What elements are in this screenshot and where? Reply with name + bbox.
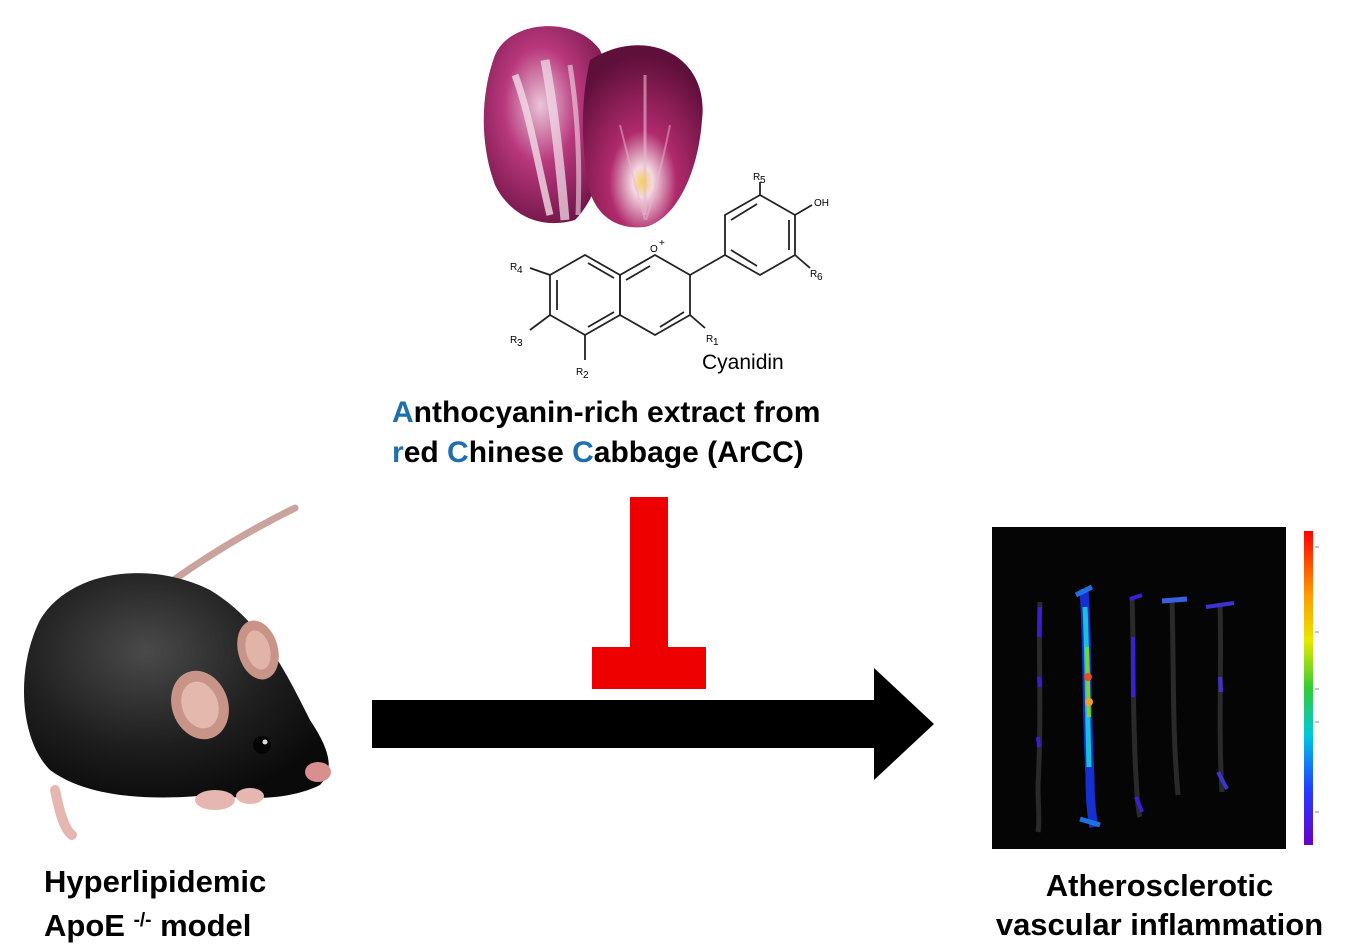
model-label-line1: Hyperlipidemic: [44, 864, 267, 899]
svg-text:R: R: [510, 335, 517, 346]
model-label: Hyperlipidemic ApoE -/- model: [44, 862, 266, 945]
title-accent-letter: C: [447, 436, 469, 469]
model-label-line2: ApoE -/- model: [44, 901, 266, 945]
model-prefix: ApoE: [44, 908, 134, 943]
svg-text:+: +: [659, 238, 665, 249]
title-text: abbage (ArCC): [593, 436, 804, 469]
svg-text:3: 3: [517, 338, 523, 349]
svg-text:O: O: [650, 244, 658, 255]
extract-title: Anthocyanin-rich extract from red Chines…: [392, 393, 820, 473]
svg-text:R: R: [706, 334, 713, 345]
inhibition-symbol: [592, 497, 706, 689]
title-text: hinese: [468, 436, 573, 469]
color-scale-bar: [1304, 531, 1319, 845]
svg-text:OH: OH: [814, 198, 829, 209]
title-text: ed: [403, 436, 448, 469]
title-accent-letter: A: [392, 396, 414, 429]
title-accent-letter: C: [572, 436, 594, 469]
outcome-label: Atherosclerotic vascular inflammation: [982, 866, 1337, 944]
extract-title-line1: Anthocyanin-rich extract from: [392, 393, 820, 433]
svg-text:4: 4: [517, 265, 523, 276]
genotype-superscript: -/-: [133, 910, 152, 931]
svg-text:R: R: [753, 172, 760, 183]
red-chinese-cabbage-image: [483, 26, 703, 228]
aorta-imaging-panel: [992, 527, 1286, 849]
svg-text:R: R: [576, 367, 583, 378]
svg-text:1: 1: [713, 337, 719, 348]
outcome-label-line2: vascular inflammation: [995, 907, 1324, 942]
svg-text:R: R: [810, 269, 817, 280]
arrow-right-icon: [372, 668, 934, 780]
svg-text:2: 2: [583, 370, 589, 381]
svg-text:6: 6: [817, 272, 823, 283]
svg-text:R: R: [510, 262, 517, 273]
title-text: nthocyanin-rich extract from: [413, 396, 821, 429]
extract-title-line2: red Chinese Cabbage (ArCC): [392, 433, 820, 473]
outcome-label-line1: Atherosclerotic: [1045, 868, 1274, 903]
mouse-image: [23, 504, 331, 840]
title-accent-letter: r: [392, 436, 404, 469]
model-suffix: model: [151, 908, 252, 943]
compound-name: Cyanidin: [702, 351, 784, 374]
svg-text:5: 5: [760, 175, 766, 186]
